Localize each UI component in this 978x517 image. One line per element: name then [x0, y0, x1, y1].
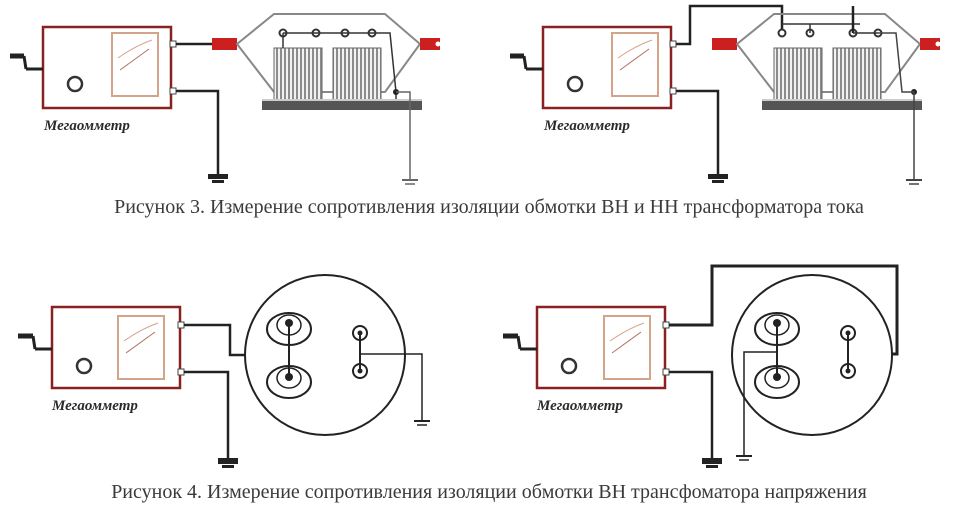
- fig4-left-diagram: Мегаомметр: [18, 274, 430, 468]
- megohmmeter-label: Мегаомметр: [43, 118, 130, 134]
- voltage-transformer-2: [731, 274, 893, 461]
- fig3-left-diagram: Мегаомметр: [10, 13, 441, 185]
- figure4-caption: Рисунок 4. Измерение сопротивления изоля…: [111, 481, 867, 503]
- knob-icon: [66, 75, 84, 93]
- knob-icon: [566, 75, 584, 93]
- fig3-right-diagram: Мегаомметр: [510, 4, 941, 185]
- megohmmeter-label: Мегаомметр: [51, 398, 138, 414]
- knob-icon: [560, 357, 578, 375]
- current-transformer-2: [712, 6, 941, 185]
- voltage-transformer-1: [244, 274, 430, 436]
- megohmmeter-label: Мегаомметр: [536, 398, 623, 414]
- megohmmeter-1: Мегаомметр: [10, 25, 177, 134]
- megohmmeter-3: Мегаомметр: [18, 305, 185, 414]
- current-transformer-1: [212, 13, 441, 185]
- megohmmeter-label: Мегаомметр: [543, 118, 630, 134]
- fig4-right-diagram: Мегаомметр: [503, 264, 899, 468]
- megohmmeter-2: Мегаомметр: [510, 25, 677, 134]
- knob-icon: [75, 357, 93, 375]
- figure3-caption: Рисунок 3. Измерение сопротивления изоля…: [114, 196, 864, 218]
- megohmmeter-4: Мегаомметр: [503, 305, 670, 414]
